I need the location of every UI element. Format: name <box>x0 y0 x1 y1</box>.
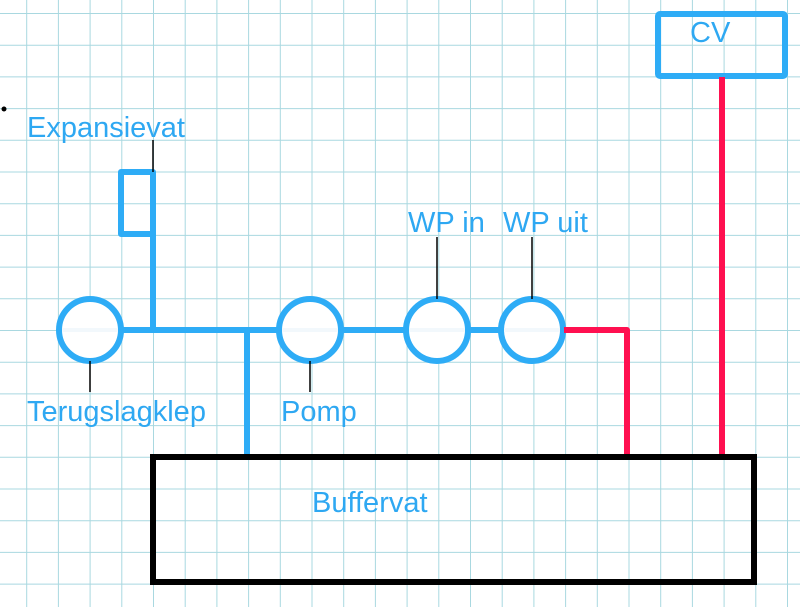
leader-lines <box>89 140 533 392</box>
label-pomp: Pomp <box>281 396 357 428</box>
label-expansievat: Expansievat <box>27 112 185 144</box>
pipe-wpuit-to-buffer <box>564 327 630 457</box>
expansion-vessel <box>118 169 156 330</box>
supply-pipes <box>118 11 788 457</box>
buffervat-tank <box>150 454 757 585</box>
stray-dot <box>1 106 7 112</box>
return-pipes <box>564 77 725 457</box>
label-wp-uit: WP uit <box>503 207 588 239</box>
label-buffervat: Buffervat <box>312 487 428 519</box>
label-cv: CV <box>690 17 731 49</box>
label-terugslagklep: Terugslagklep <box>27 396 206 428</box>
cv-box <box>655 11 788 79</box>
label-wp-in: WP in <box>408 207 485 239</box>
